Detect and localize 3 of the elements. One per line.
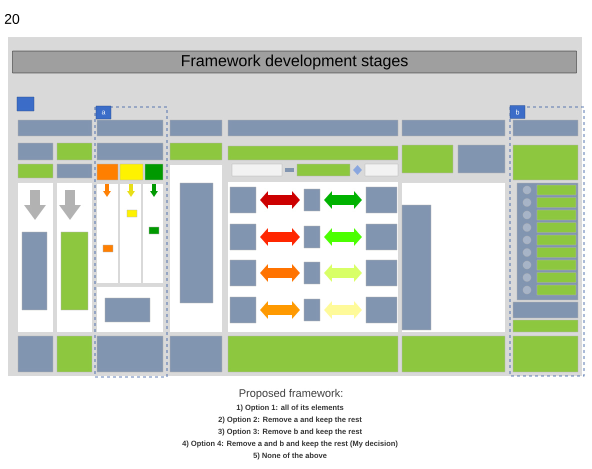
page-number: 20 bbox=[4, 14, 20, 24]
title-bar: Framework development stages bbox=[12, 50, 577, 74]
heading: Proposed framework: bbox=[240, 388, 342, 400]
